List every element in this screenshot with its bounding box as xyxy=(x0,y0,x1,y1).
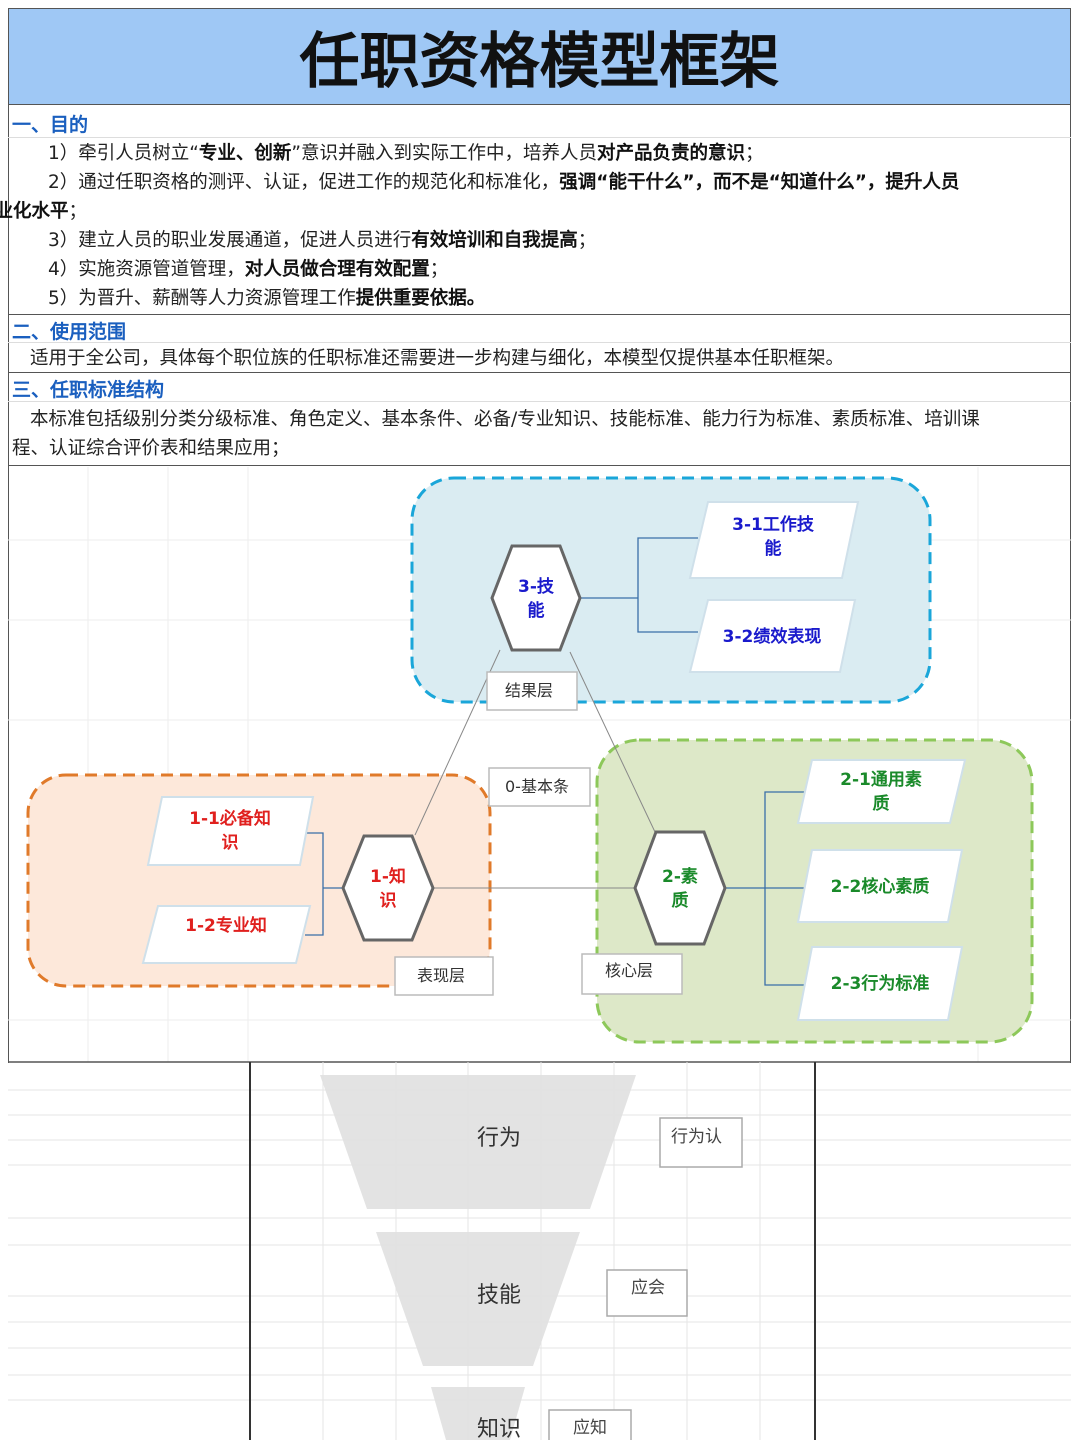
diagram-label: 行为认 xyxy=(671,1127,722,1147)
funnel-skill xyxy=(376,1232,580,1366)
structure-text: 本标准包括级别分类分级标准、角色定义、基本条件、必备/专业知识、技能标准、能力行… xyxy=(12,409,980,459)
diagram-shape xyxy=(320,1075,636,1440)
diagram-label: 能 xyxy=(528,600,545,621)
diagram-label: 1-2专业知 xyxy=(185,915,267,936)
note-behavior xyxy=(659,1117,743,1168)
box-1-1 xyxy=(146,796,315,866)
diagram-label: 2-3行为标准 xyxy=(831,973,930,994)
diagram-label: 核心层 xyxy=(605,961,653,980)
box-2-1 xyxy=(796,759,967,824)
diagram-label: 能 xyxy=(765,538,782,559)
diagram-label: 表现层 xyxy=(417,966,465,985)
diagram-label: 质 xyxy=(873,794,890,814)
hex-skill xyxy=(490,544,582,652)
purpose-item-3: 3）建立人员的职业发展通道，促进人员进行有效培训和自我提高； xyxy=(48,230,597,251)
diagram-label: 识 xyxy=(222,833,239,853)
diagram-label: 2-素 xyxy=(662,867,698,887)
box-1-2 xyxy=(141,905,312,964)
diagram-shape xyxy=(305,832,324,936)
diagram-label: 2-1通用素 xyxy=(840,770,922,790)
diagram-label: 3-技 xyxy=(518,576,555,597)
diagram-label: 识 xyxy=(380,891,397,911)
connectors xyxy=(305,537,805,986)
diagram-label: 知识 xyxy=(477,1417,521,1440)
diagram-shape: 行为认 应会 应知 xyxy=(573,1127,722,1438)
label-core-layer xyxy=(581,953,683,995)
diagram-label: 结果层 xyxy=(505,681,553,700)
hex-quality xyxy=(633,830,727,946)
purpose-item-1: 1）牵引人员树立“专业、创新”意识并融入到实际工作中，培养人员对产品负责的意识； xyxy=(48,143,764,164)
box-2-2 xyxy=(796,849,964,923)
box-3-1 xyxy=(688,501,860,579)
diagram-shape xyxy=(414,649,501,836)
purpose-item-2: 2）通过任职资格的测评、认证，促进工作的规范化和标准化，强调“能干什么”，而不是… xyxy=(0,172,960,222)
lower-sheet-grid xyxy=(8,1062,1071,1440)
diagram-label: 1-1必备知 xyxy=(189,808,271,829)
box-2-3 xyxy=(796,946,964,1021)
diagram-label: 0-基本条 xyxy=(505,777,569,796)
diagram-label: 应知 xyxy=(573,1418,607,1438)
section-heading-scope: 二、使用范围 xyxy=(12,321,127,343)
diagram-shape xyxy=(569,651,656,833)
diagram-label: 行为 xyxy=(477,1126,521,1151)
diagram-shape xyxy=(548,1117,743,1440)
section-heading-structure: 三、任职标准结构 xyxy=(12,379,165,401)
hex-knowledge xyxy=(341,834,435,942)
diagram-shape xyxy=(341,544,727,946)
diagram-label: 技能 xyxy=(477,1283,521,1308)
page-title: 任职资格模型框架 xyxy=(8,8,1071,105)
document-frame xyxy=(8,105,1071,1063)
label-result-layer xyxy=(486,671,578,711)
diagram-shape xyxy=(394,671,683,996)
diagram-shape xyxy=(414,649,656,889)
diagram-label: 3-2绩效表现 xyxy=(723,626,822,647)
diagram-label: 3-1工作技 xyxy=(732,514,815,535)
purpose-item-4: 4）实施资源管道管理，对人员做合理有效配置； xyxy=(48,259,449,280)
funnel-knowledge xyxy=(431,1387,525,1440)
diagram-shape xyxy=(141,501,967,1021)
diagram-label: 质 xyxy=(672,891,689,911)
scope-text: 适用于全公司，具体每个职位族的任职标准还需要进一步构建与细化，本模型仅提供基本任… xyxy=(30,348,845,369)
diagram-shape: 结果层 0-基本条 表现层 核心层 xyxy=(417,681,653,985)
diagram-shape: 行为 技能 知识 xyxy=(477,1126,521,1440)
diagram-label: 1-知 xyxy=(370,866,406,887)
label-perform-layer xyxy=(394,956,494,996)
purpose-item-5: 5）为晋升、薪酬等人力资源管理工作提供重要依据。 xyxy=(48,288,486,309)
box-3-2 xyxy=(688,599,857,673)
diagram-label: 2-2核心素质 xyxy=(831,876,930,897)
diagram-shape xyxy=(637,537,698,633)
diagram-label: 应会 xyxy=(631,1278,665,1298)
section-heading-purpose: 一、目的 xyxy=(12,114,89,136)
note-knowledge xyxy=(548,1409,632,1440)
label-base xyxy=(488,767,591,807)
note-skill xyxy=(606,1269,688,1317)
funnel-behavior xyxy=(320,1075,636,1209)
